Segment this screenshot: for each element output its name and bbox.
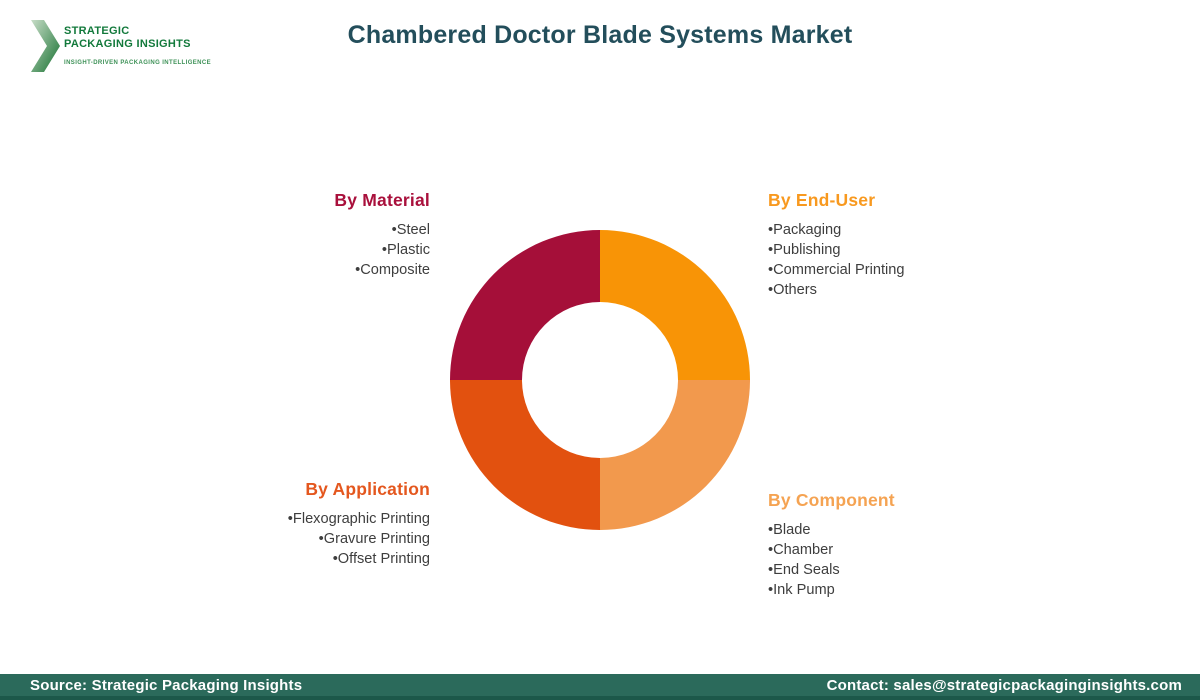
list-item: Flexographic Printing xyxy=(288,509,430,529)
list-item: Blade xyxy=(768,520,895,540)
segment-by-end-user: By End-User PackagingPublishingCommercia… xyxy=(768,190,905,300)
segment-by-application: By Application Flexographic PrintingGrav… xyxy=(288,479,430,569)
list-item: Ink Pump xyxy=(768,580,895,600)
segment-heading: By Material xyxy=(334,190,430,210)
brand-tagline: INSIGHT-DRIVEN PACKAGING INTELLIGENCE xyxy=(64,60,212,66)
chevron-logo-icon xyxy=(31,20,60,72)
footer-source: Source: Strategic Packaging Insights xyxy=(30,676,303,694)
list-item: Composite xyxy=(334,260,430,280)
list-item: Commercial Printing xyxy=(768,260,904,280)
segment-by-material: By Material SteelPlasticComposite xyxy=(334,190,430,280)
brand-logo-text: STRATEGIC PACKAGING INSIGHTS INSIGHT-DRI… xyxy=(64,20,211,66)
brand-name-line1: STRATEGIC xyxy=(64,25,130,37)
page-title: Chambered Doctor Blade Systems Market xyxy=(347,21,853,49)
list-item: Others xyxy=(768,280,905,300)
list-item: Plastic xyxy=(334,240,430,260)
segment-item-list: BladeChamberEnd SealsInk Pump xyxy=(768,520,895,600)
segment-by-component: By Component BladeChamberEnd SealsInk Pu… xyxy=(768,490,895,600)
donut-slice-by-material xyxy=(450,230,600,380)
segment-item-list: PackagingPublishingCommercial PrintingOt… xyxy=(768,220,905,300)
list-item: Packaging xyxy=(768,220,905,240)
donut-slice-by-end-user xyxy=(600,230,750,380)
footer-contact: Contact: sales@strategicpackaginginsight… xyxy=(826,676,1182,694)
segment-heading: By Application xyxy=(305,479,430,499)
donut-slice-by-component xyxy=(600,380,750,530)
list-item: Chamber xyxy=(768,540,895,560)
donut-slice-by-application xyxy=(450,380,600,530)
list-item: Steel xyxy=(334,220,430,240)
segment-item-list: Flexographic PrintingGravure PrintingOff… xyxy=(288,509,430,569)
list-item: Offset Printing xyxy=(288,549,430,569)
segment-heading: By Component xyxy=(768,490,895,510)
footer-bar: Source: Strategic Packaging Insights Con… xyxy=(0,674,1200,700)
brand-name-line2: PACKAGING INSIGHTS xyxy=(64,38,191,50)
brand-logo: STRATEGIC PACKAGING INSIGHTS INSIGHT-DRI… xyxy=(31,20,211,72)
list-item: Publishing xyxy=(768,240,905,260)
segment-item-list: SteelPlasticComposite xyxy=(334,220,430,280)
segment-heading: By End-User xyxy=(768,190,876,210)
list-item: Gravure Printing xyxy=(288,529,430,549)
donut-chart xyxy=(450,230,750,530)
list-item: End Seals xyxy=(768,560,895,580)
